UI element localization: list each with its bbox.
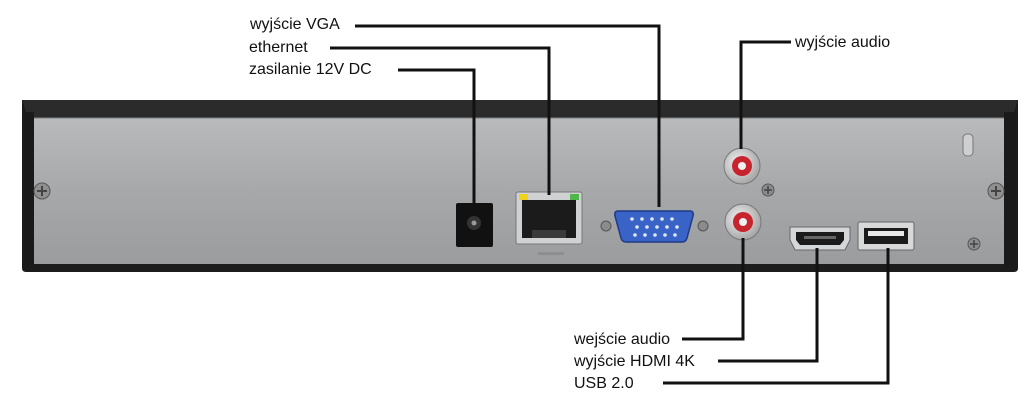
label-power: zasilanie 12V DC bbox=[249, 61, 372, 78]
power-jack-icon bbox=[456, 203, 493, 247]
leader-lines bbox=[330, 24, 890, 385]
vga-leader-line bbox=[355, 24, 661, 207]
label-audio-in: wejście audio bbox=[574, 331, 671, 348]
audio-out-leader-line bbox=[739, 40, 791, 149]
label-audio-out: wyjście audio bbox=[795, 34, 891, 51]
screw-icon bbox=[33, 182, 51, 200]
screw-icon bbox=[967, 237, 981, 251]
label-hdmi-out: wyjście HDMI 4K bbox=[574, 353, 695, 370]
vga-port-icon bbox=[600, 210, 709, 243]
ethernet-port-icon bbox=[515, 191, 583, 255]
label-vga-out: wyjście VGA bbox=[250, 16, 340, 33]
label-ethernet: ethernet bbox=[249, 39, 308, 56]
usb-leader-line bbox=[663, 248, 890, 385]
hdmi-port-icon bbox=[789, 226, 851, 251]
label-usb: USB 2.0 bbox=[574, 375, 634, 392]
screw-icon bbox=[761, 183, 775, 197]
rca-audio-in-icon bbox=[724, 203, 762, 241]
hdmi-leader-line bbox=[718, 248, 819, 363]
power-leader-line bbox=[398, 68, 476, 203]
rca-audio-out-icon bbox=[723, 147, 761, 185]
audio-in-leader-line bbox=[682, 238, 745, 341]
ground-post-icon bbox=[962, 133, 974, 157]
screw-icon bbox=[987, 182, 1005, 200]
usb-port-icon bbox=[857, 221, 915, 251]
ethernet-leader-line bbox=[330, 46, 551, 195]
